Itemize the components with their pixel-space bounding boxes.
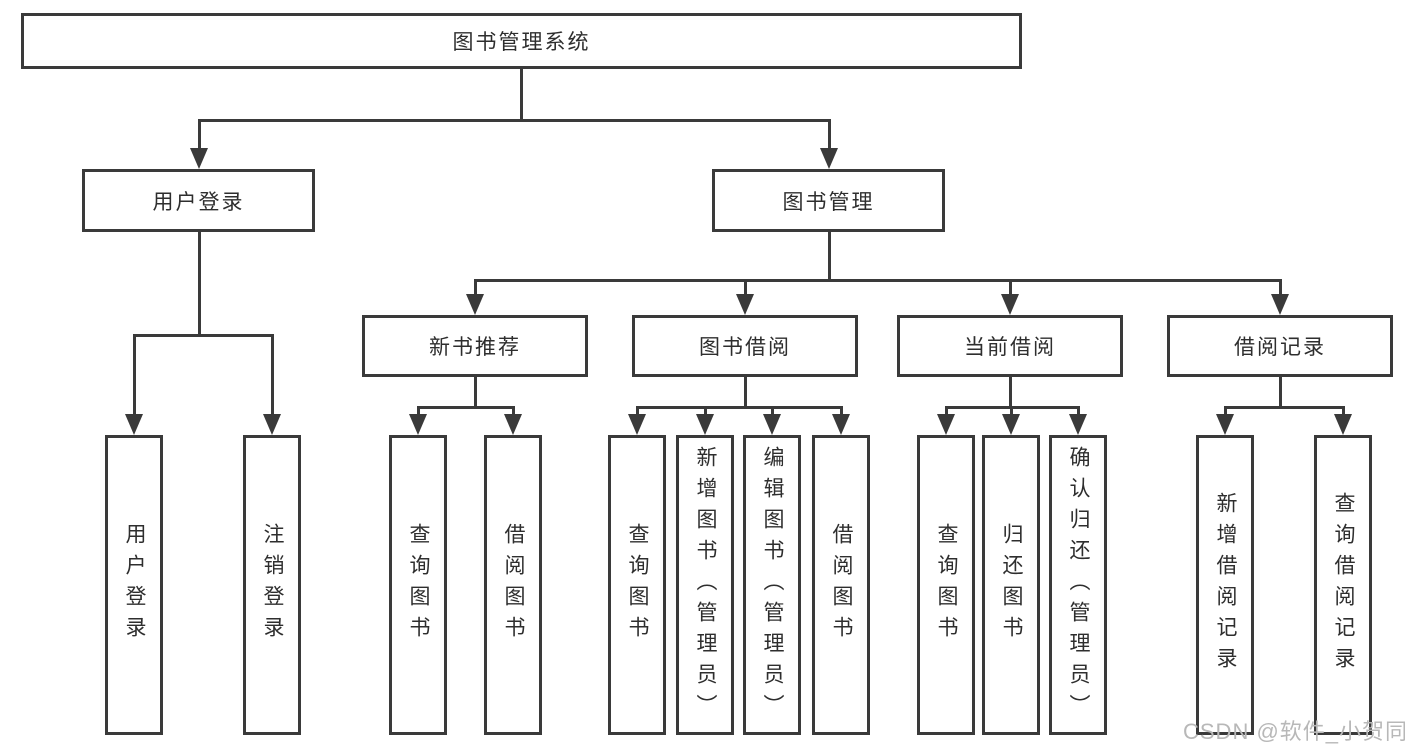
connector-vline [1077,406,1080,415]
arrow-down-icon [820,148,838,169]
leaf-current-query-books: 查询图书 [917,435,975,735]
arrow-down-icon [409,414,427,435]
arrow-down-icon [125,414,143,435]
connector-vline [744,279,747,295]
connector-vline [198,119,201,149]
node-current-borrowing: 当前借阅 [897,315,1123,377]
leaf-borrowing-query-books: 查询图书 [608,435,666,735]
arrow-down-icon [696,414,714,435]
connector-vline [945,406,948,415]
leaf-borrowing-edit-books-admin: 编辑图书（管理员） [743,435,801,735]
connector-vline [198,232,201,336]
connector-vline [474,377,477,408]
leaf-current-confirm-return-admin: 确认归还（管理员） [1049,435,1107,735]
node-book-borrowing: 图书借阅 [632,315,858,377]
leaf-logout-login: 注销登录 [243,435,301,735]
connector-vline [1009,279,1012,295]
arrow-down-icon [937,414,955,435]
connector-hline [475,279,1281,282]
arrow-down-icon [832,414,850,435]
connector-vline [1009,377,1012,408]
leaf-user-login: 用户登录 [105,435,163,735]
connector-hline [1225,406,1344,409]
connector-vline [520,69,523,121]
connector-vline [1279,279,1282,295]
arrow-down-icon [628,414,646,435]
connector-vline [271,334,274,415]
connector-vline [1224,406,1227,415]
leaf-current-return-books: 归还图书 [982,435,1040,735]
arrow-down-icon [466,294,484,315]
leaf-records-query-borrow-record: 查询借阅记录 [1314,435,1372,735]
connector-vline [417,406,420,415]
connector-vline [840,406,843,415]
node-root: 图书管理系统 [21,13,1022,69]
connector-hline [198,119,830,122]
arrow-down-icon [504,414,522,435]
connector-vline [744,377,747,408]
arrow-down-icon [190,148,208,169]
csdn-watermark: CSDN @软件_小贺同学 [1183,719,1405,744]
arrow-down-icon [763,414,781,435]
leaf-borrowing-borrow-books: 借阅图书 [812,435,870,735]
arrow-down-icon [1001,294,1019,315]
connector-vline [1010,406,1013,415]
connector-vline [771,406,774,415]
connector-vline [512,406,515,415]
connector-hline [637,406,842,409]
node-new-book-recommendation: 新书推荐 [362,315,588,377]
arrow-down-icon [263,414,281,435]
connector-vline [636,406,639,415]
connector-vline [1342,406,1345,415]
arrow-down-icon [1002,414,1020,435]
arrow-down-icon [1069,414,1087,435]
connector-vline [133,334,136,415]
node-borrowing-records: 借阅记录 [1167,315,1393,377]
connector-hline [133,334,273,337]
connector-vline [704,406,707,415]
leaf-borrowing-add-books-admin: 新增图书（管理员） [676,435,734,735]
leaf-newbook-query-books: 查询图书 [389,435,447,735]
connector-vline [828,119,831,149]
connector-vline [474,279,477,295]
connector-hline [418,406,514,409]
arrow-down-icon [1334,414,1352,435]
node-user-login: 用户登录 [82,169,315,232]
leaf-records-add-borrow-record: 新增借阅记录 [1196,435,1254,735]
leaf-newbook-borrow-books: 借阅图书 [484,435,542,735]
arrow-down-icon [1271,294,1289,315]
arrow-down-icon [736,294,754,315]
arrow-down-icon [1216,414,1234,435]
connector-vline [1279,377,1282,408]
node-book-management: 图书管理 [712,169,945,232]
connector-vline [828,232,831,281]
